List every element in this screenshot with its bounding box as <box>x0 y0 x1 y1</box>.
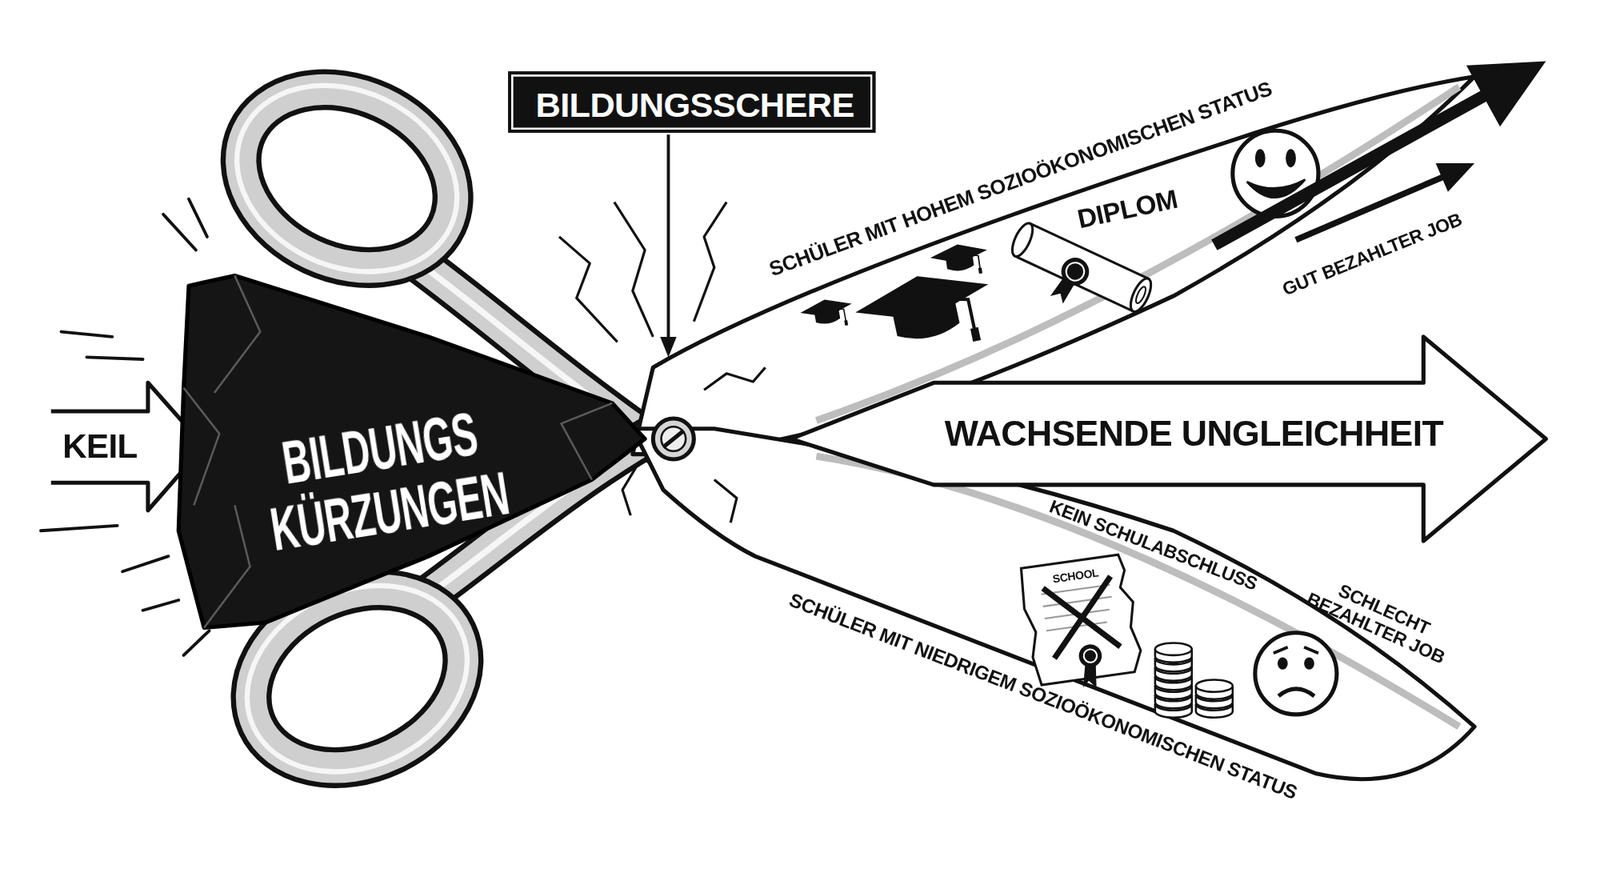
torn-certificate <box>1044 576 1121 659</box>
diploma-scroll <box>1126 275 1156 314</box>
scissor-handle <box>212 56 483 301</box>
title-box: BILDUNGSSCHERE <box>508 71 876 133</box>
crack-lines <box>559 202 766 524</box>
rising-arrow <box>1436 163 1475 192</box>
sad-face <box>1273 647 1319 654</box>
happy-face <box>1232 130 1319 216</box>
torn-certificate <box>1083 648 1098 663</box>
rising-arrow <box>1466 61 1546 128</box>
crack-lines <box>559 236 618 342</box>
sad-face <box>1277 656 1288 669</box>
crack-lines <box>614 202 653 337</box>
node-text: WACHSENDE UNGLEICHHEIT <box>944 415 1444 453</box>
burst-lines <box>122 556 168 572</box>
inequality-arrow: WACHSENDE UNGLEICHHEIT <box>791 332 1552 547</box>
burst-lines <box>163 214 196 251</box>
certificate-label: SCHOOL <box>1052 566 1100 585</box>
happy-face <box>1285 148 1296 168</box>
happy-face <box>1255 148 1266 168</box>
sad-face <box>1304 656 1315 669</box>
graduation-caps <box>930 240 988 280</box>
crack-lines <box>622 464 638 516</box>
outcome-label: SCHLECHT BEZAHLTER JOB <box>1301 569 1458 669</box>
coin-stacks <box>1155 643 1192 663</box>
scissor-blade <box>632 76 1475 780</box>
coin-stacks <box>1196 679 1233 699</box>
rock-facet <box>214 275 260 393</box>
sad-face <box>1278 688 1315 696</box>
scissor-blade <box>816 456 1460 727</box>
burst-lines <box>184 630 210 656</box>
burst-lines <box>143 600 180 611</box>
rock-facet <box>561 403 613 480</box>
diploma-scroll <box>998 220 1156 335</box>
crack-lines <box>714 479 737 523</box>
burst-lines <box>188 199 208 237</box>
diploma-scroll <box>1134 285 1148 305</box>
happy-face <box>1232 130 1319 216</box>
pivot-screw <box>652 418 694 460</box>
scissor-handle <box>206 50 488 307</box>
outcome-label: GUT BEZAHLTER JOB <box>1280 209 1465 300</box>
rock-facet <box>184 388 220 506</box>
rock-facet <box>204 504 250 628</box>
pivot-screw <box>652 418 694 460</box>
torn-certificate <box>1018 553 1144 687</box>
burst-lines <box>61 332 113 337</box>
pivot-screw <box>663 430 684 447</box>
diploma-scroll <box>1056 252 1094 290</box>
blade-label: SCHÜLER MIT NIEDRIGEM SOZIOÖKONOMISCHEN … <box>786 589 1300 804</box>
node-outline <box>791 336 1547 541</box>
node-outline <box>178 275 645 628</box>
node-text: BILDUNGSSCHERE <box>535 87 854 124</box>
coin-stacks <box>1155 643 1233 718</box>
diploma-scroll <box>1015 223 1149 312</box>
pointer-arrow <box>660 336 676 358</box>
pointer-arrow <box>667 134 671 342</box>
sad-face <box>1255 632 1337 715</box>
pointer-arrow <box>660 134 676 357</box>
cut-wedge: BILDUNGS KÜRZUNGEN <box>173 270 653 633</box>
node-text: KEIL <box>62 429 137 465</box>
burst-lines <box>86 356 143 360</box>
pivot-screw <box>661 426 687 452</box>
torn-certificate <box>1018 553 1145 697</box>
crack-lines <box>704 367 766 390</box>
graduation-caps <box>800 296 854 333</box>
diploma-scroll <box>1063 260 1088 284</box>
torn-certificate <box>1077 642 1104 668</box>
graduation-caps <box>855 264 996 364</box>
blade-label: SCHÜLER MIT HOHEM SOZIOÖKONOMISCHEN STAT… <box>766 76 1276 280</box>
icon-label: DIPLOM <box>1075 184 1180 234</box>
burst-lines <box>40 525 118 531</box>
scissor-handle <box>212 56 483 301</box>
crack-lines <box>693 202 727 322</box>
sad-face <box>1255 632 1337 715</box>
diploma-scroll <box>1008 220 1037 259</box>
